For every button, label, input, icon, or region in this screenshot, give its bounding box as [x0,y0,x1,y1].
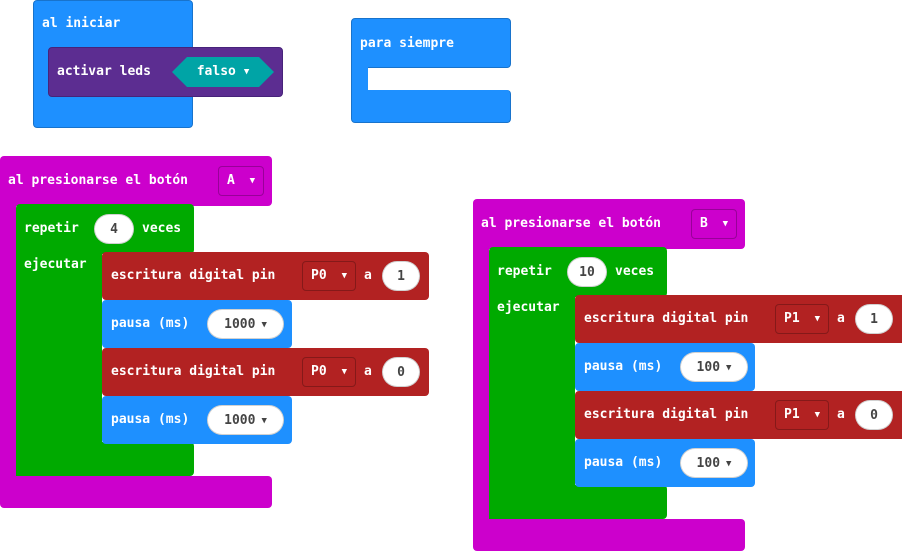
repeat-b-do-label: ejecutar [497,300,560,315]
chevron-down-icon: ▼ [726,363,732,373]
repeat-b-times-label: veces [615,264,655,279]
chevron-down-icon: ▼ [341,271,347,281]
chevron-down-icon: ▼ [243,67,250,77]
pause-label: pausa (ms) [111,412,190,427]
pause-duration-dropdown[interactable]: 100 ▼ [680,448,748,478]
forever-block-top[interactable] [351,18,511,68]
to-label: a [364,364,372,379]
repeat-a-block-bottom [16,442,194,476]
repeat-a-do-label: ejecutar [24,257,87,272]
pin-dropdown[interactable]: P1 ▼ [775,304,829,334]
repeat-a-block-side [16,250,102,476]
repeat-b-count-input[interactable]: 10 [567,257,607,287]
digital-write-label: escritura digital pin [111,364,276,379]
digital-write-label: escritura digital pin [111,268,276,283]
show-leds-label: activar leds [57,64,151,79]
forever-block-bottom [351,90,511,123]
pause-label: pausa (ms) [584,455,663,470]
pin-value: P0 [311,268,327,283]
button-b-event-side [473,243,489,525]
button-a-dropdown[interactable]: A▼ [218,166,264,196]
digital-write-block[interactable] [102,252,429,300]
repeat-a-times-label: veces [142,221,182,236]
repeat-a-count-input[interactable]: 4 [94,214,134,244]
digital-write-label: escritura digital pin [584,407,749,422]
digital-value-input[interactable]: 1 [382,261,420,291]
to-label: a [837,311,845,326]
pause-duration-value: 100 [696,360,721,375]
chevron-down-icon: ▼ [261,320,267,330]
pause-label: pausa (ms) [584,359,663,374]
button-b-value: B [700,216,708,231]
pin-dropdown[interactable]: P0 ▼ [302,357,356,387]
button-b-dropdown[interactable]: B▼ [691,209,737,239]
digital-write-block[interactable] [575,295,902,343]
pause-duration-value: 1000 [224,317,256,332]
repeat-b-label: repetir [497,264,552,279]
pin-value: P0 [311,364,327,379]
pause-label: pausa (ms) [111,316,190,331]
button-b-event-label: al presionarse el botón [481,216,662,231]
pause-duration-value: 1000 [224,413,256,428]
forever-label: para siempre [360,36,454,51]
pin-dropdown[interactable]: P0 ▼ [302,261,356,291]
repeat-a-label: repetir [24,221,79,236]
button-a-event-side [0,200,16,480]
digital-write-block[interactable] [102,348,429,396]
chevron-down-icon: ▼ [726,459,732,469]
digital-write-block[interactable] [575,391,902,439]
pin-value: P1 [784,311,800,326]
button-a-event-label: al presionarse el botón [8,173,189,188]
pin-dropdown[interactable]: P1 ▼ [775,400,829,430]
chevron-down-icon: ▼ [341,367,347,377]
button-a-value: A [227,173,235,188]
pause-duration-dropdown[interactable]: 100 ▼ [680,352,748,382]
leds-boolean-dropdown[interactable]: falso ▼ [172,57,274,87]
digital-value-input[interactable]: 1 [855,304,893,334]
button-b-event-bottom [473,519,745,551]
to-label: a [364,268,372,283]
repeat-b-block-bottom [489,485,667,519]
to-label: a [837,407,845,422]
leds-boolean-value: falso [196,64,236,79]
pause-duration-value: 100 [696,456,721,471]
chevron-down-icon: ▼ [261,416,267,426]
button-a-event-bottom [0,476,272,508]
chevron-down-icon: ▼ [722,219,728,229]
chevron-down-icon: ▼ [814,314,820,324]
digital-write-label: escritura digital pin [584,311,749,326]
digital-value-input[interactable]: 0 [855,400,893,430]
repeat-b-block-side [489,293,575,519]
pin-value: P1 [784,407,800,422]
pause-duration-dropdown[interactable]: 1000 ▼ [207,405,284,435]
chevron-down-icon: ▼ [814,410,820,420]
pause-duration-dropdown[interactable]: 1000 ▼ [207,309,284,339]
chevron-down-icon: ▼ [249,176,255,186]
on-start-label: al iniciar [42,16,121,31]
digital-value-input[interactable]: 0 [382,357,420,387]
